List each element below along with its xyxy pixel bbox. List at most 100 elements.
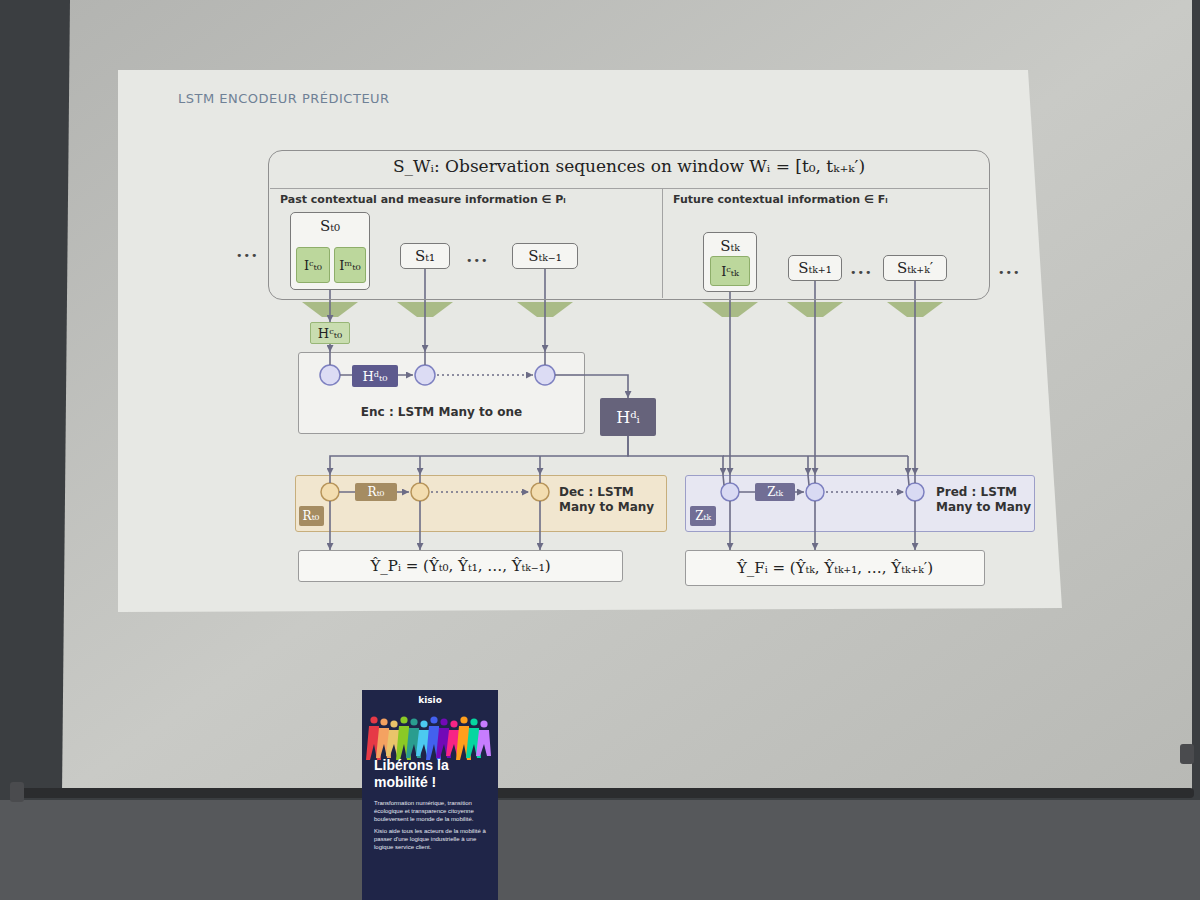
lstm-cell — [806, 483, 824, 501]
connector-arrow — [329, 344, 331, 352]
node-text: Hᵈᵢ — [616, 408, 640, 427]
context-input: Iᶜₜₖ — [710, 256, 750, 286]
node-text: Iᶜₜ₀ — [304, 258, 322, 273]
observation-box: SₜₖIᶜₜₖ — [703, 232, 757, 292]
node-text: Hᶜₜ₀ — [318, 326, 342, 341]
lstm-cell — [531, 483, 549, 501]
walking-figure — [396, 716, 411, 760]
output-sequence: Ŷ_Pᵢ = (Ŷₜ₀, Ŷₜ₁, …, Ŷₜₖ₋₁) — [298, 550, 623, 582]
walking-figure — [386, 720, 401, 756]
poster-banner: kisioLibérons la mobilité !Transformatio… — [362, 690, 498, 900]
roller-cap — [1180, 744, 1194, 764]
screen-roller — [12, 788, 1194, 798]
figure-body — [396, 726, 411, 760]
figure-body — [366, 726, 381, 760]
node-text: Enc : LSTM Many to one — [299, 405, 584, 419]
encoded-state: Hᵈᵢ — [600, 398, 656, 436]
lstm-cell — [721, 483, 739, 501]
recurrent-state: Rₜ₀ — [299, 506, 324, 526]
node-text: Sₜₖ₋₁ — [528, 247, 561, 265]
cell-link — [419, 475, 421, 483]
cell-link — [419, 501, 421, 532]
cell-link — [539, 501, 541, 532]
connector-arrow — [729, 292, 731, 475]
node-text: kisio — [362, 695, 498, 705]
node-text: Hᵈₜ₀ — [363, 369, 388, 384]
node-text: Pred : LSTM Many to Many — [936, 485, 1032, 515]
walking-figure — [416, 720, 431, 756]
ellipsis-holder: ••• — [236, 244, 258, 263]
figure-head — [470, 718, 477, 725]
context-input: Iᶜₜ₀ — [296, 247, 330, 283]
output-drop — [539, 532, 541, 550]
past-region: Past contextual and measure information … — [270, 188, 663, 298]
figure-body — [376, 728, 391, 758]
connector-arrow — [329, 290, 331, 322]
node-text: Iᵐₜ₀ — [339, 258, 361, 273]
node-text: Sₜₖ₊₁ — [798, 259, 831, 277]
state-drop — [807, 456, 809, 475]
figure-head — [370, 716, 377, 723]
lstm-cell — [321, 483, 339, 501]
node-text: Rₜ₀ — [303, 509, 320, 523]
lstm-cell — [320, 365, 340, 385]
ellipsis-mark: ••• — [466, 254, 488, 267]
figure-body — [476, 730, 491, 756]
figure-head — [450, 720, 457, 727]
node-text: Transformation numérique, transition éco… — [374, 799, 486, 823]
connector-arrow — [424, 269, 426, 352]
roller-cap — [10, 782, 24, 802]
observation-box: Sₜₖ₊₁ — [788, 255, 842, 281]
output-drop — [814, 532, 816, 550]
figure-head — [420, 720, 427, 727]
slide — [118, 70, 1062, 612]
figure-head — [460, 716, 467, 723]
figure-body — [386, 730, 401, 756]
cell-link — [814, 501, 816, 532]
node-text: Sₜₖ₊ₖ′ — [897, 259, 933, 277]
future-region: Future contextual information ∈ FᵢSₜₖIᶜₜ… — [663, 188, 988, 298]
cell-link — [329, 501, 331, 532]
walking-figure — [456, 716, 471, 760]
ellipsis-holder: ••• — [850, 261, 872, 280]
walking-figure — [366, 716, 381, 760]
output-drop — [914, 532, 916, 550]
lstm-cell — [535, 365, 555, 385]
observation-box: Sₜₖ₊ₖ′ — [883, 255, 947, 281]
walking-figure — [376, 718, 391, 758]
figure-head — [480, 720, 487, 727]
connector-arrow — [330, 436, 628, 475]
window-box: S_Wᵢ: Observation sequences on window Wᵢ… — [268, 150, 990, 300]
connector-arrow — [585, 375, 628, 398]
node-text: S_Wᵢ: Observation sequences on window Wᵢ… — [269, 156, 989, 176]
connector-arrow — [628, 436, 723, 475]
node-text: Kisio aide tous les acteurs de la mobili… — [374, 827, 486, 851]
node-text: Iᶜₜₖ — [721, 264, 739, 279]
figure-head — [410, 718, 417, 725]
context-hidden-state: Hᶜₜ₀ — [310, 322, 350, 344]
ellipsis-mark: ••• — [850, 266, 872, 279]
state-drop — [539, 456, 541, 475]
walking-figure — [436, 718, 451, 758]
node-text: Ŷ_Fᵢ = (Ŷₜₖ, Ŷₜₖ₊₁, …, Ŷₜₖ₊ₖ′) — [737, 559, 933, 577]
cell-link — [826, 491, 904, 493]
figure-body — [416, 730, 431, 756]
walking-figure — [426, 716, 441, 760]
output-drop — [419, 532, 421, 550]
node-text: Sₜ₁ — [415, 247, 435, 265]
cell-link — [808, 475, 809, 485]
cell-link — [329, 475, 331, 483]
node-text: Zₜₖ — [695, 509, 711, 523]
ellipsis-holder: ••• — [998, 261, 1020, 280]
connector-arrow — [729, 532, 731, 550]
figure-head — [380, 718, 387, 725]
cell-link — [424, 352, 426, 365]
lower-wall — [0, 800, 1200, 900]
decoder-box: Dec : LSTM Many to ManyRₜ₀Rₜ₀ — [295, 475, 667, 532]
node-text: Zₜₖ — [767, 485, 783, 499]
